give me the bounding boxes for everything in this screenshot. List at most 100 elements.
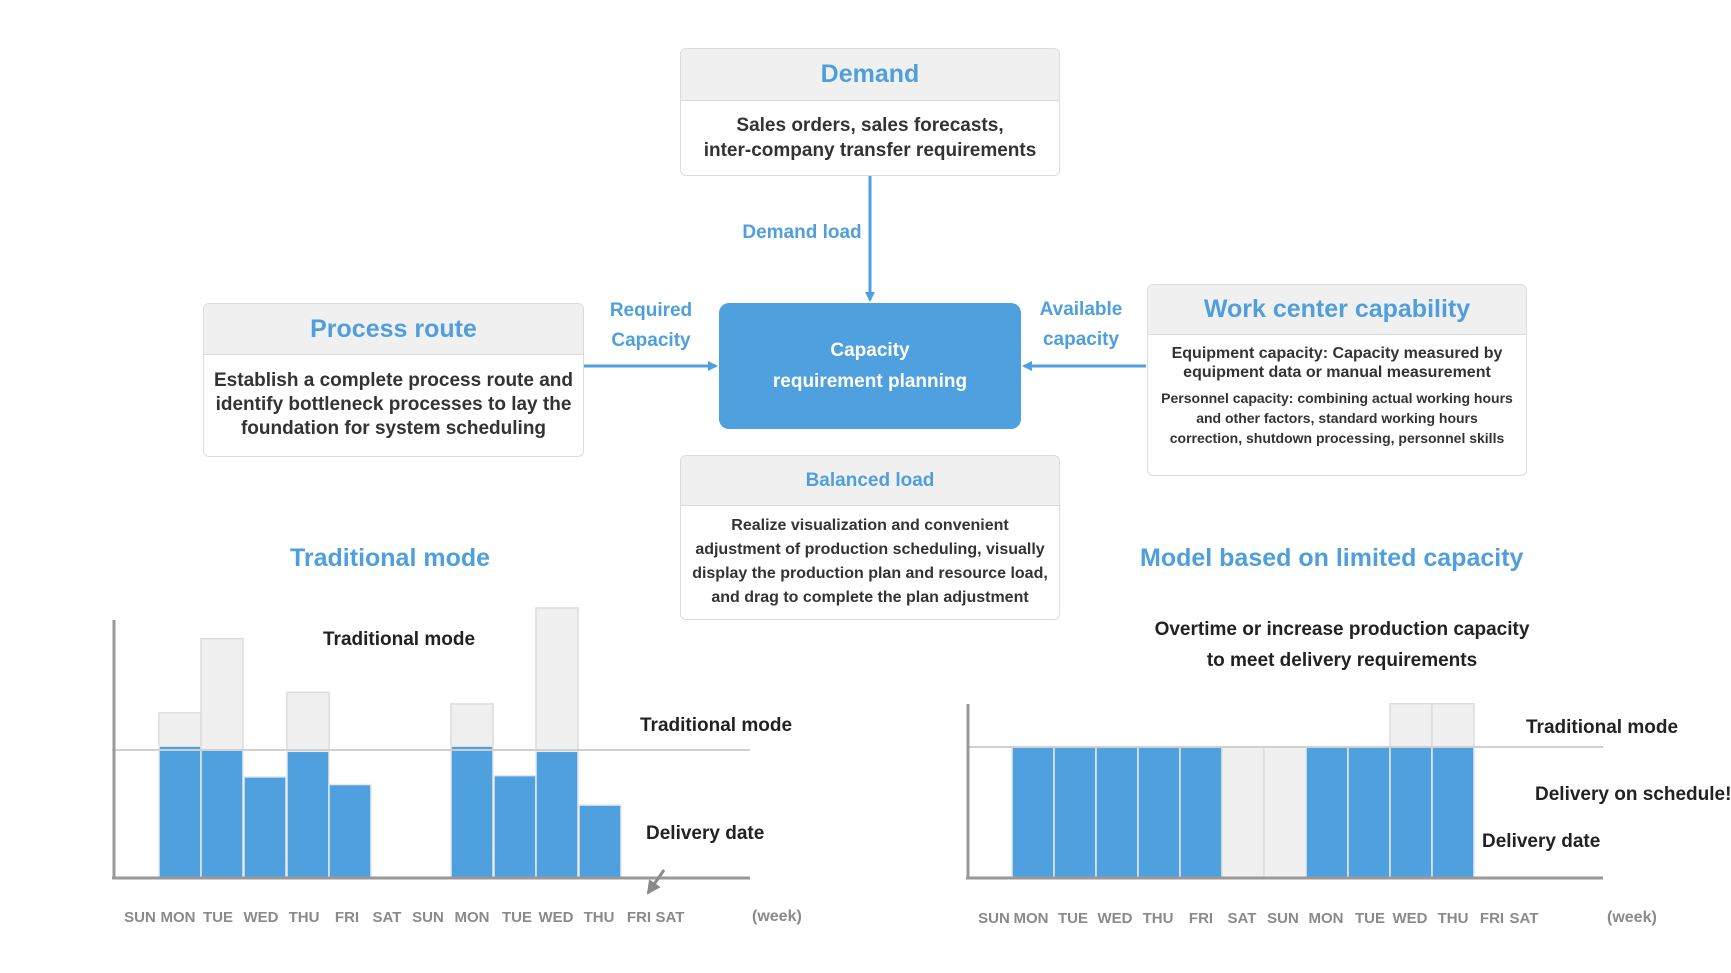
left-day-label: MON bbox=[454, 909, 490, 926]
left-day-label: THU bbox=[583, 909, 615, 926]
right-overload-bar bbox=[1431, 703, 1475, 748]
left-week-label: (week) bbox=[752, 908, 802, 925]
process-route-title: Process route bbox=[204, 304, 583, 355]
right-chart bbox=[966, 703, 1603, 880]
personnel-line-3: correction, shutdown processing, personn… bbox=[1169, 430, 1505, 446]
balanced-line-2: adjustment of production scheduling, vis… bbox=[695, 541, 1045, 558]
left-day-label: THU bbox=[288, 909, 320, 926]
required-capacity-label: Required Capacity bbox=[590, 296, 712, 356]
left-chart-title: Traditional mode bbox=[290, 544, 491, 572]
right-day-label: SAT bbox=[1509, 910, 1539, 927]
left-day-label: SUN bbox=[412, 909, 444, 926]
demand-box: Demand Sales orders, sales forecasts, in… bbox=[680, 48, 1060, 176]
process-route-line-3: foundation for system scheduling bbox=[240, 418, 547, 439]
overtime-line-2: to meet delivery requirements bbox=[1206, 650, 1478, 671]
demand-line-2: inter-company transfer requirements bbox=[703, 140, 1037, 161]
right-day-label: TUE bbox=[1355, 910, 1385, 927]
personnel-line-2: and other factors, standard working hour… bbox=[1196, 410, 1478, 426]
equipment-line-2: equipment data or manual measurement bbox=[1183, 364, 1491, 381]
left-capacity-bar bbox=[243, 776, 287, 879]
left-day-label: FRI bbox=[334, 909, 360, 926]
right-annotation-delivery: Delivery date bbox=[1482, 831, 1601, 852]
available-capacity-label: Available capacity bbox=[1020, 295, 1142, 355]
right-capacity-bar bbox=[1011, 746, 1055, 879]
right-day-label: MON bbox=[1308, 910, 1344, 927]
left-capacity-bar bbox=[328, 783, 372, 879]
left-capacity-bar bbox=[578, 804, 622, 879]
delivery-date-arrow bbox=[646, 869, 666, 895]
process-route-line-2: identify bottleneck processes to lay the bbox=[215, 394, 572, 415]
left-capacity-bar bbox=[286, 750, 330, 879]
demand-load-label: Demand load bbox=[742, 222, 862, 243]
right-capacity-bar bbox=[1137, 746, 1181, 879]
right-capacity-bar bbox=[1389, 746, 1433, 879]
left-overload-bar bbox=[200, 637, 244, 751]
left-annotation-line: Traditional mode bbox=[640, 715, 793, 736]
left-day-label: SUN bbox=[124, 909, 156, 926]
overtime-line-1: Overtime or increase production capacity bbox=[1154, 619, 1530, 640]
left-day-label: TUE bbox=[502, 909, 532, 926]
left-overload-bar bbox=[535, 607, 579, 753]
center-line-2: requirement planning bbox=[772, 371, 968, 392]
right-day-label: SUN bbox=[978, 910, 1010, 927]
right-day-label: WED bbox=[1392, 910, 1428, 927]
left-capacity-bar bbox=[535, 750, 579, 879]
demand-title: Demand bbox=[681, 49, 1059, 101]
left-capacity-bar bbox=[493, 774, 537, 879]
work-center-title: Work center capability bbox=[1148, 285, 1526, 335]
left-capacity-bar bbox=[200, 749, 244, 879]
right-capacity-bar bbox=[1179, 746, 1223, 879]
balanced-load-body: Realize visualization and convenient adj… bbox=[681, 506, 1059, 618]
left-day-label: WED bbox=[538, 909, 574, 926]
left-day-label: MON bbox=[160, 909, 196, 926]
balanced-line-4: and drag to complete the plan adjustment bbox=[711, 589, 1029, 606]
right-chart-title: Model based on limited capacity bbox=[1140, 544, 1524, 572]
process-route-body: Establish a complete process route and i… bbox=[204, 355, 583, 455]
work-center-body: Equipment capacity: Capacity measured by… bbox=[1148, 335, 1526, 473]
demand-line-1: Sales orders, sales forecasts, bbox=[736, 115, 1004, 136]
required-capacity-line-1: Required bbox=[609, 300, 693, 321]
right-day-label: MON bbox=[1013, 910, 1049, 927]
right-day-label: FRI bbox=[1479, 910, 1505, 927]
left-overload-bar bbox=[158, 712, 202, 747]
right-overload-bar bbox=[1221, 746, 1265, 879]
right-day-label: FRI bbox=[1188, 910, 1214, 927]
balanced-load-box: Balanced load Realize visualization and … bbox=[680, 455, 1060, 620]
right-day-label: TUE bbox=[1058, 910, 1088, 927]
right-capacity-bar bbox=[1431, 746, 1475, 879]
right-overtime-text: Overtime or increase production capacity… bbox=[1125, 614, 1559, 676]
balanced-line-3: display the production plan and resource… bbox=[692, 565, 1048, 582]
balanced-load-title: Balanced load bbox=[681, 456, 1059, 506]
capacity-planning-node: Capacity requirement planning bbox=[719, 303, 1021, 429]
personnel-line-1: Personnel capacity: combining actual wor… bbox=[1161, 390, 1513, 406]
available-capacity-line-2: capacity bbox=[1042, 329, 1120, 350]
right-day-label: THU bbox=[1142, 910, 1174, 927]
left-annotation-top: Traditional mode bbox=[323, 629, 476, 650]
left-chart bbox=[112, 607, 750, 895]
equipment-line-1: Equipment capacity: Capacity measured by bbox=[1171, 345, 1503, 362]
left-day-label: WED bbox=[243, 909, 279, 926]
left-day-label: SAT bbox=[372, 909, 402, 926]
process-route-line-1: Establish a complete process route and bbox=[214, 370, 573, 391]
left-capacity-bar bbox=[158, 745, 202, 879]
right-annotation-schedule: Delivery on schedule! bbox=[1535, 784, 1731, 805]
right-overload-bar bbox=[1389, 703, 1433, 748]
left-annotation-delivery: Delivery date bbox=[646, 823, 765, 844]
right-overload-bar bbox=[1263, 746, 1307, 879]
left-overload-bar bbox=[450, 703, 494, 747]
left-day-label: TUE bbox=[203, 909, 233, 926]
left-day-label: FRI bbox=[626, 909, 652, 926]
work-center-box: Work center capability Equipment capacit… bbox=[1147, 284, 1527, 476]
right-annotation-line: Traditional mode bbox=[1526, 717, 1679, 738]
right-capacity-bar bbox=[1347, 746, 1391, 879]
left-day-label: SAT bbox=[655, 909, 685, 926]
process-route-box: Process route Establish a complete proce… bbox=[203, 303, 584, 457]
available-capacity-line-1: Available bbox=[1039, 299, 1123, 320]
center-line-1: Capacity bbox=[830, 340, 910, 361]
right-day-label: SAT bbox=[1227, 910, 1257, 927]
left-capacity-bar bbox=[450, 745, 494, 879]
left-overload-bar bbox=[286, 691, 330, 753]
right-day-label: THU bbox=[1437, 910, 1469, 927]
right-day-label: WED bbox=[1097, 910, 1133, 927]
